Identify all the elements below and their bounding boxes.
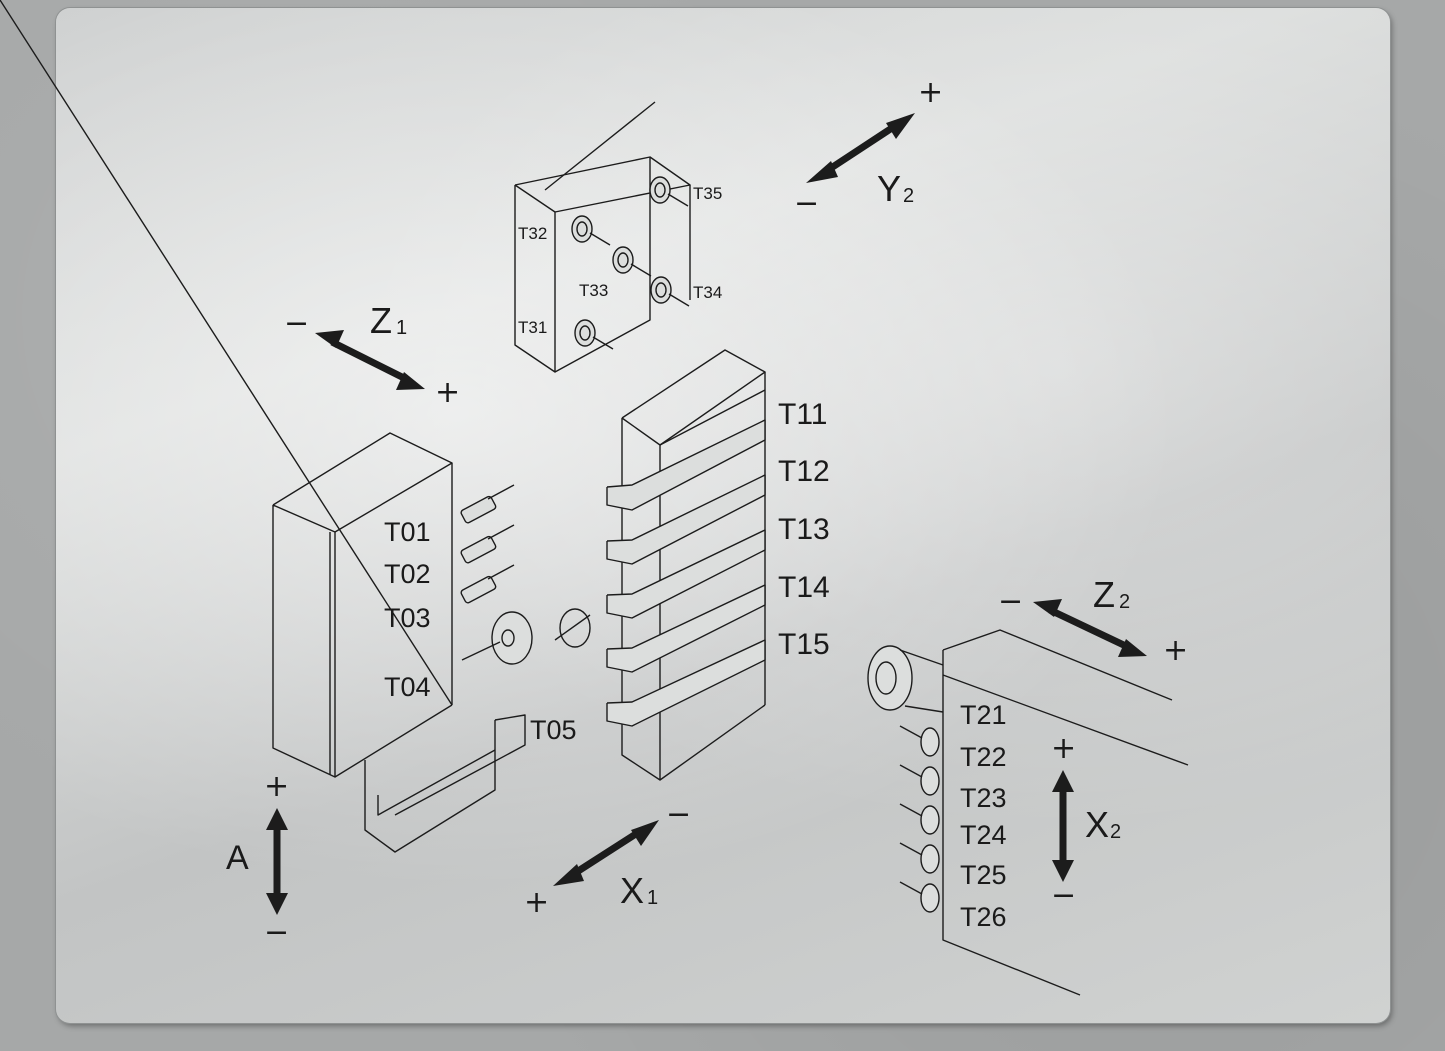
rotation-arrow-icon [554,608,591,648]
arrowhead-icon [396,372,425,390]
tool-label-t34: T34 [693,283,722,302]
y2-axis-subscript: 2 [903,185,914,207]
arrowhead-icon [266,808,288,830]
axis-x2: + − X 2 [1051,731,1121,913]
tool-label-t03: T03 [384,603,431,633]
arrowhead-icon [631,820,659,846]
tool-label-t15: T15 [778,628,830,661]
center-tool-block: T11 T12 T13 T14 T15 [606,349,830,781]
tool-label-t24: T24 [960,820,1007,850]
x1-minus-sign: − [666,797,691,832]
arrowhead-icon [266,893,288,915]
arrowhead-icon [1033,599,1062,617]
x1-plus-sign: + [524,885,549,920]
center-tool-shanks [606,389,766,727]
z2-axis-subscript: 2 [1119,591,1130,613]
z1-minus-sign: − [284,306,309,341]
left-drill-tools [460,484,515,604]
tool-label-t32: T32 [518,224,547,243]
top-tool-holders [571,176,690,350]
tool-label-t01: T01 [384,517,431,547]
tool-label-t12: T12 [778,455,830,488]
tool-label-t22: T22 [960,742,1007,772]
tool-label-t05: T05 [530,715,577,745]
right-tool-turret: T21 T22 T23 T24 T25 T26 [867,629,1189,996]
tool-label-t26: T26 [960,902,1007,932]
arrowhead-icon [1052,770,1074,792]
z2-plus-sign: + [1163,633,1188,668]
tool-label-t21: T21 [960,700,1007,730]
y2-plus-sign: + [918,75,943,110]
tool-label-t14: T14 [778,571,830,604]
z1-axis-subscript: 1 [396,317,407,339]
arrowhead-icon [1052,860,1074,882]
tool-label-t02: T02 [384,559,431,589]
arrowhead-icon [1118,639,1147,657]
tool-label-t35: T35 [693,184,722,203]
y2-minus-sign: − [794,186,819,221]
tool-label-t13: T13 [778,513,830,546]
z1-plus-sign: + [435,375,460,410]
z2-minus-sign: − [998,584,1023,619]
axis-z1: − + Z 1 [284,300,460,410]
z2-axis-letter: Z [1093,574,1115,615]
left-slitting-saw [461,608,591,665]
x2-minus-sign: − [1051,878,1076,913]
a-plus-sign: + [264,769,289,804]
x1-axis-letter: X [620,870,644,911]
axis-y2: + − Y 2 [794,75,943,221]
left-tool-block: T01 T02 T03 T04 T05 [0,0,591,853]
arrowhead-icon [886,113,915,139]
x2-axis-letter: X [1085,804,1109,845]
arrowhead-icon [315,330,344,348]
top-turret: T35 T32 T33 T34 T31 [514,101,722,373]
x1-axis-subscript: 1 [647,887,658,909]
tool-label-t04: T04 [384,672,431,702]
y2-axis-letter: Y [877,168,901,209]
tool-label-t23: T23 [960,783,1007,813]
tool-label-t33: T33 [579,281,608,300]
arrowhead-icon [806,161,838,183]
a-axis-letter: A [226,839,249,877]
x2-plus-sign: + [1051,731,1076,766]
axis-a: + − A [226,769,289,950]
z1-axis-letter: Z [370,300,392,341]
axis-z2: − + Z 2 [998,574,1188,668]
axis-x1: + − X 1 [524,797,691,920]
right-spindle-head [867,645,944,713]
tool-label-t31: T31 [518,318,547,337]
tool-label-t11: T11 [778,398,827,431]
arrowhead-icon [553,864,584,886]
tool-label-t25: T25 [960,860,1007,890]
right-drill-tools [899,725,940,913]
x2-axis-subscript: 2 [1110,821,1121,843]
a-minus-sign: − [264,915,289,950]
